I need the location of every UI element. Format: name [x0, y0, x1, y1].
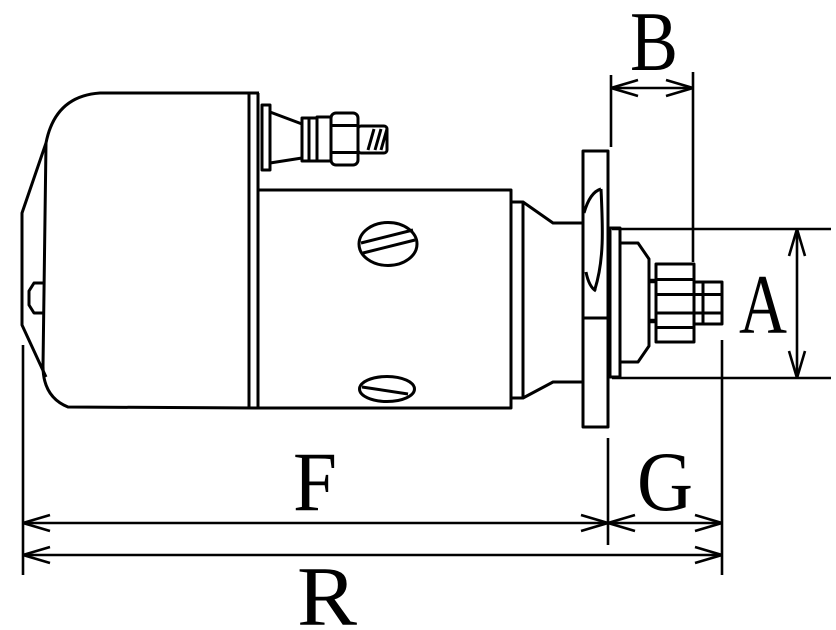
drive-neck-bottom: [522, 380, 583, 400]
flange-rib-curve-hook: [584, 271, 597, 293]
dim-B-arrow-left: [610, 78, 639, 98]
terminal-base: [260, 103, 272, 172]
drive-cone: [620, 241, 651, 364]
dim-F-arrow-left: [22, 513, 51, 533]
terminal-thread: [356, 124, 389, 155]
drive-neck-top: [522, 200, 583, 225]
terminal-stud: [260, 103, 389, 172]
band-screw-top: [357, 221, 419, 267]
mounting-flange: [581, 149, 610, 429]
dim-R-label: R: [297, 550, 357, 630]
pinion-gear: [654, 262, 696, 344]
dim-R-arrow-left: [22, 545, 51, 565]
terminal-thread-hatch: [366, 128, 389, 151]
shaft-collar: [608, 226, 622, 379]
screw-slot: [361, 385, 409, 396]
dim-F-arrow-right: [580, 513, 609, 533]
dimension-G: G: [606, 435, 723, 545]
terminal-nut: [329, 111, 360, 167]
screw-slot: [360, 228, 416, 255]
body-step-ring: [511, 200, 525, 400]
dim-G-label: G: [637, 435, 693, 529]
dim-G-arrow-left: [607, 513, 636, 533]
dim-R-arrow-right: [694, 545, 723, 565]
band-screw-bottom: [358, 375, 416, 403]
pinion-chamfer-marks: [650, 278, 656, 324]
pinion-teeth-lines: [656, 278, 694, 329]
flange-plate: [581, 149, 610, 429]
shaft-tip: [692, 280, 724, 326]
dim-B-label: B: [630, 0, 678, 89]
dim-F-label: F: [293, 435, 337, 529]
drive-pinion-assembly: [608, 226, 724, 379]
dim-A-arrow-bottom: [787, 350, 807, 379]
dimension-A: A: [612, 227, 831, 380]
dim-G-arrow-right: [694, 513, 723, 533]
dim-B-arrow-right: [665, 78, 694, 98]
motor-body: [258, 188, 513, 410]
terminal-ring-3: [315, 115, 333, 163]
end-cap-face-line: [41, 142, 260, 410]
dimension-R: R: [22, 340, 724, 630]
screw-head: [357, 221, 419, 267]
dim-A-label: A: [739, 258, 787, 352]
dim-A-arrow-top: [787, 228, 807, 257]
dimension-B: B: [609, 0, 695, 262]
flange-rib-curve-main: [593, 188, 604, 290]
flange-rib-curve-top: [582, 187, 602, 214]
terminal-nut-facets: [331, 124, 358, 154]
terminal-cone: [269, 110, 303, 165]
starter-motor-drawing: [20, 91, 724, 429]
dimension-annotations: B A F G: [21, 0, 831, 630]
shaft-tip-lines: [694, 282, 722, 324]
dimension-F: F: [21, 345, 609, 575]
end-cap-outer-profile: [20, 91, 259, 378]
end-cap-boss: [27, 281, 43, 315]
screw-head: [358, 375, 416, 403]
